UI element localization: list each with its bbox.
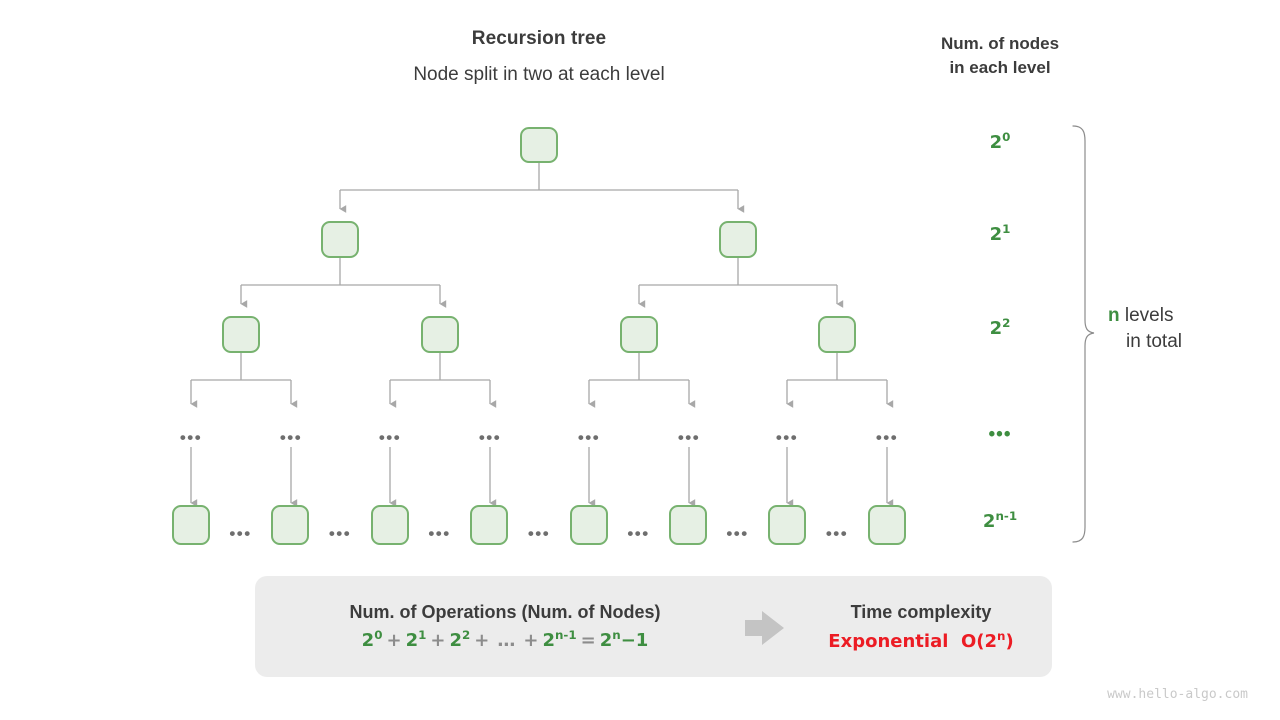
formula-dots: … [497, 630, 516, 651]
tree-ellipsis-leafgap-2: ••• [328, 524, 352, 543]
tree-ellipsis-leafgap-7: ••• [825, 524, 849, 543]
tree-ellipsis-leafgap-3: ••• [428, 524, 451, 543]
tree-ellipsis-leafgap-4: ••• [527, 524, 551, 543]
tree-ellipsis-leafgap-5: ••• [627, 524, 650, 543]
level-count-1-exp: 1 [1002, 222, 1011, 236]
page-title: Recursion tree [471, 28, 607, 49]
tree-ellipsis-l4-2: ••• [279, 428, 303, 447]
summary-operations: Num. of Operations (Num. of Nodes) 20+21… [255, 576, 755, 677]
summary-panel [255, 576, 1052, 677]
brace-note: n levels in total [1108, 303, 1278, 354]
complexity-bigo: O(2n) [960, 628, 1014, 652]
watermark: www.hello-algo.com [1107, 687, 1248, 702]
level-count-0-base: 2 [989, 132, 1003, 153]
level-count-1-base: 2 [989, 224, 1003, 245]
formula-plus-3: + [474, 630, 490, 651]
summary-operations-title: Num. of Operations (Num. of Nodes) [349, 602, 661, 622]
formula-plus-1: + [386, 630, 402, 651]
tree-ellipsis-l4-5: ••• [577, 428, 601, 447]
tree-node-leaf-2[interactable] [271, 505, 309, 545]
formula-term-last: 2n-1 [542, 628, 577, 651]
formula-equals: = [580, 630, 596, 651]
tree-ellipsis-l4-4: ••• [478, 428, 502, 447]
level-count-1: 21 [940, 222, 1060, 245]
brace-note-n: n [1108, 305, 1120, 326]
tree-ellipsis-l4-8: ••• [875, 428, 899, 447]
brace-note-line2: in total [1126, 330, 1182, 352]
tree-ellipsis-leafgap-6: ••• [726, 524, 749, 543]
tree-ellipsis-leafgap-1: ••• [229, 524, 252, 543]
tree-node-leaf-8[interactable] [868, 505, 906, 545]
summary-formula: 20+21+22+…+2n-1=2n−1 [361, 628, 649, 651]
tree-node-l3-1[interactable] [222, 316, 260, 353]
tree-node-root[interactable] [520, 127, 558, 163]
column-heading-line1: Num. of nodes [940, 34, 1060, 53]
page-subtitle: Node split in two at each level [413, 64, 665, 85]
brace-note-line1: n levels [1108, 303, 1278, 329]
level-count-0-exp: 0 [1002, 130, 1011, 144]
tree-node-leaf-1[interactable] [172, 505, 210, 545]
level-count-2-exp: 2 [1002, 316, 1011, 330]
tree-node-l2-1[interactable] [321, 221, 359, 258]
level-count-2: 22 [940, 316, 1060, 339]
level-count-2-base: 2 [989, 318, 1003, 339]
formula-plus-4: + [523, 630, 539, 651]
tree-node-l2-2[interactable] [719, 221, 757, 258]
formula-term-2: 22 [449, 628, 471, 651]
column-heading-line2: in each level [949, 58, 1051, 78]
complexity-name: Exponential [828, 630, 949, 652]
tree-node-l3-4[interactable] [818, 316, 856, 353]
tree-node-leaf-7[interactable] [768, 505, 806, 545]
tree-ellipsis-l4-6: ••• [677, 428, 701, 447]
formula-plus-2: + [430, 630, 446, 651]
formula-term-0: 20 [361, 628, 383, 651]
tree-node-l3-2[interactable] [421, 316, 459, 353]
tree-ellipsis-l4-7: ••• [775, 428, 799, 447]
level-count-0: 20 [940, 130, 1060, 153]
tree-node-leaf-3[interactable] [371, 505, 409, 545]
tree-node-leaf-5[interactable] [570, 505, 608, 545]
summary-complexity-title: Time complexity [850, 601, 992, 622]
summary-complexity: Time complexity Exponential O(2n) [790, 576, 1052, 677]
formula-result: 2n−1 [599, 628, 649, 651]
level-count-4: 2n-1 [940, 509, 1060, 532]
tree-node-l3-3[interactable] [620, 316, 658, 353]
tree-node-leaf-6[interactable] [669, 505, 707, 545]
brace-note-rest: levels [1119, 305, 1174, 326]
level-count-4-exp: n-1 [995, 509, 1018, 523]
tree-node-leaf-4[interactable] [470, 505, 508, 545]
summary-complexity-value: Exponential O(2n) [828, 628, 1014, 652]
column-heading: Num. of nodes in each level [850, 32, 1150, 80]
tree-ellipsis-l4-1: ••• [179, 428, 203, 447]
level-count-4-base: 2 [982, 511, 996, 532]
formula-term-1: 21 [405, 628, 427, 651]
level-count-3: ••• [988, 424, 1012, 445]
tree-ellipsis-l4-3: ••• [378, 428, 402, 447]
